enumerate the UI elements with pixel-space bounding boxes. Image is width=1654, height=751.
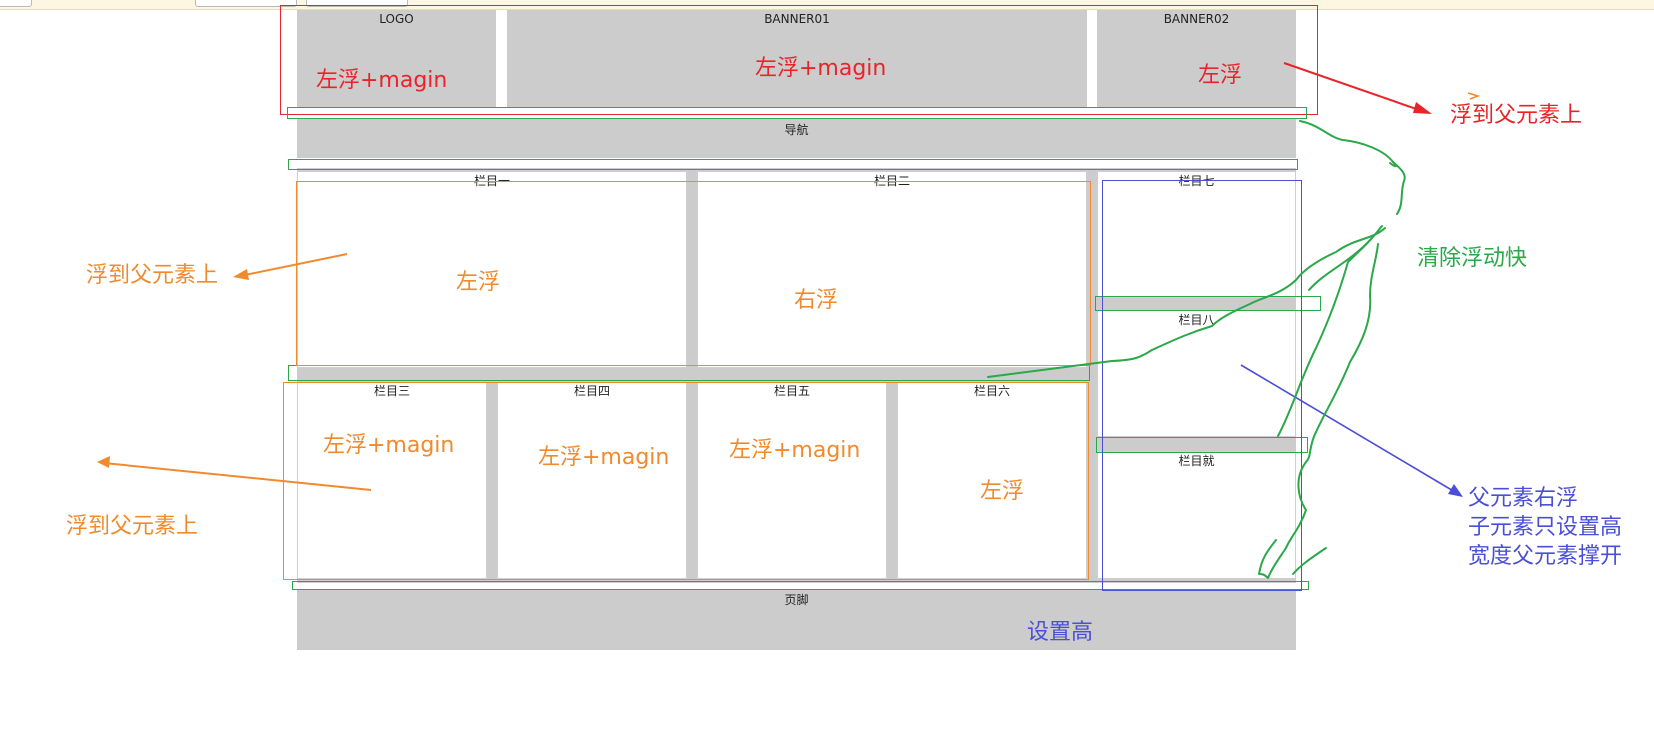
left-float-note-2: 浮到父元素上 xyxy=(66,514,199,539)
column-6-label: 栏目六 xyxy=(973,384,1010,398)
footer-label: 页脚 xyxy=(784,593,809,607)
column-5-note: 左浮+magin xyxy=(729,438,861,463)
banner02-note: 左浮 xyxy=(1198,63,1243,88)
clearfix-frame xyxy=(287,107,1307,119)
clearfix-frame xyxy=(288,365,1090,381)
right-parent-note-line2: 子元素只设置高 xyxy=(1468,515,1623,540)
footer-note: 设置高 xyxy=(1027,620,1094,645)
right-parent-note: 父元素右浮 子元素只设置高 宽度父元素撑开 xyxy=(1468,484,1622,571)
orange-arrow-head xyxy=(233,269,249,280)
logo-label: LOGO xyxy=(379,12,414,26)
browser-tab-stub[interactable] xyxy=(195,0,297,7)
column-4-note: 左浮+magin xyxy=(538,445,670,470)
clearfix-frame xyxy=(288,159,1298,170)
header-float-note: 浮到父元素上 xyxy=(1450,103,1583,128)
lower-float-frame xyxy=(283,382,1089,580)
banner01-label: BANNER01 xyxy=(764,12,830,26)
red-arrow-head xyxy=(1413,102,1432,114)
clear-float-note: 清除浮动快 xyxy=(1417,246,1528,271)
browser-tab-stub[interactable] xyxy=(0,0,32,7)
banner01-note: 左浮+magin xyxy=(755,56,887,81)
column-3-note: 左浮+magin xyxy=(323,433,455,458)
column-2-note: 右浮 xyxy=(794,288,839,313)
banner02-block: BANNER02 xyxy=(1097,10,1296,108)
column-5-block: 栏目五 xyxy=(697,381,887,579)
column-1-note: 左浮 xyxy=(456,270,501,295)
logo-note: 左浮+magin xyxy=(316,68,448,93)
right-parent-frame xyxy=(1102,180,1302,591)
nav-block: 导航 xyxy=(297,118,1296,158)
column-4-label: 栏目四 xyxy=(573,384,610,398)
left-float-note-1: 浮到父元素上 xyxy=(86,263,219,288)
header-float-frame xyxy=(280,5,1318,115)
browser-tab-stub[interactable] xyxy=(306,0,408,7)
nav-label: 导航 xyxy=(784,123,809,137)
column-6-note: 左浮 xyxy=(980,479,1025,504)
column-4-block: 栏目四 xyxy=(497,381,687,579)
blue-arrow-head xyxy=(1448,484,1463,497)
column-7-label: 栏目七 xyxy=(1178,174,1215,188)
banner02-label: BANNER02 xyxy=(1163,12,1230,26)
footer-block: 页脚 xyxy=(297,590,1296,650)
upper-float-frame xyxy=(296,181,1091,366)
logo-block: LOGO xyxy=(297,10,496,108)
column-5-label: 栏目五 xyxy=(773,384,810,398)
column-3-label: 栏目三 xyxy=(373,384,410,398)
orange-arrow-head xyxy=(97,456,110,468)
right-parent-note-line3: 宽度父元素撑开 xyxy=(1468,544,1623,569)
banner01-block: BANNER01 xyxy=(507,10,1087,108)
column-9-label: 栏目就 xyxy=(1178,454,1215,468)
column-6-block: 栏目六 xyxy=(897,381,1087,579)
clearfix-frame xyxy=(292,581,1309,590)
right-parent-note-line1: 父元素右浮 xyxy=(1468,486,1579,511)
